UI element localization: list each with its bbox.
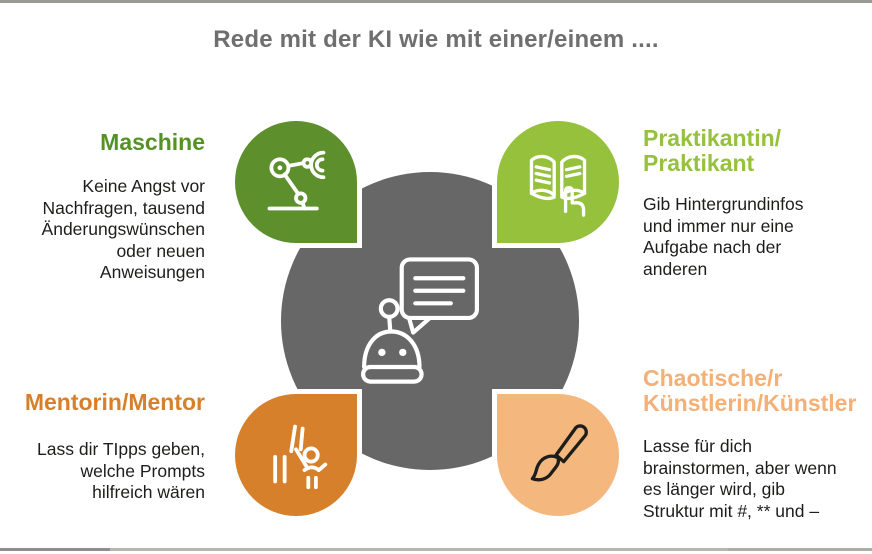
kuenstler-body: Lasse für dich brainstormen, aber wenn e… <box>643 436 837 521</box>
page-title: Rede mit der KI wie mit einer/einem .... <box>213 26 659 53</box>
bottom-rule-center <box>110 548 728 551</box>
machine-heading: Maschine <box>100 129 205 155</box>
praktikant-heading: Praktikantin/ Praktikant <box>643 125 782 176</box>
praktikant-body: Gib Hintergrundinfos und immer nur eine … <box>643 194 804 279</box>
open-book-pointing-hand-icon <box>529 154 587 217</box>
kuenstler-bubble <box>492 389 624 521</box>
robot-arm-icon <box>267 150 326 211</box>
machine-text-block: Maschine Keine Angst vor Nachfragen, tau… <box>0 130 205 284</box>
kuenstler-heading: Chaotische/r Künstlerin/Künstler <box>643 365 857 416</box>
bottom-rule-right <box>728 548 872 551</box>
kuenstler-text-block: Chaotische/r Künstlerin/Künstler Lasse f… <box>643 366 872 522</box>
paintbrush-icon <box>530 424 588 482</box>
mentor-figures-icon <box>273 424 328 490</box>
bottom-rule-left <box>0 548 110 551</box>
machine-bubble <box>230 116 362 248</box>
chatbot-speech-bubble-icon <box>361 257 479 384</box>
praktikant-text-block: Praktikantin/ Praktikant Gib Hintergrund… <box>643 126 865 280</box>
praktikant-bubble <box>492 116 624 248</box>
machine-body: Keine Angst vor Nachfragen, tausend Ände… <box>41 176 205 282</box>
mentor-heading: Mentorin/Mentor <box>24 389 205 415</box>
top-border-rule <box>0 0 872 3</box>
mentor-bubble <box>230 389 362 521</box>
mentor-body: Lass dir TIpps geben, welche Prompts hil… <box>37 439 205 502</box>
mentor-text-block: Mentorin/Mentor Lass dir TIpps geben, we… <box>0 390 205 504</box>
